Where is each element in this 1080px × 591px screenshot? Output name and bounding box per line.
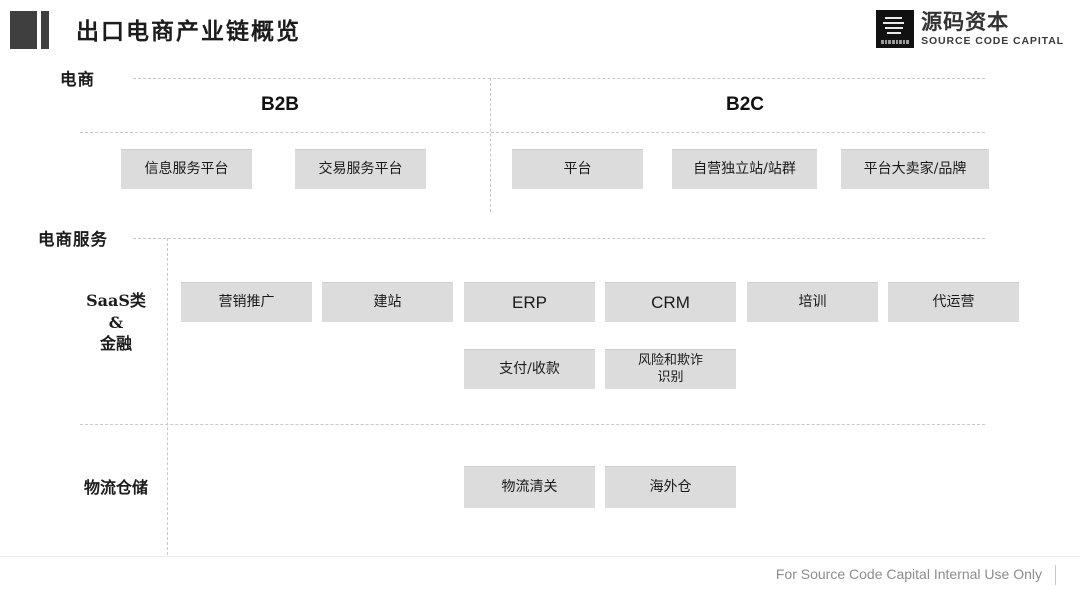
chip-payment-collection[interactable]: 支付/收款 [464,349,595,389]
brand-name-en: SOURCE CODE CAPITAL [921,34,1064,47]
column-header-b2c: B2C [725,94,764,115]
logo-block-small [41,11,49,49]
rule-saas-logistics-divider [80,424,985,425]
rule-ecommerce-mid [80,132,985,133]
chip-agency-operation[interactable]: 代运营 [888,282,1019,322]
chip-platform-big-seller-brand[interactable]: 平台大卖家/品牌 [841,149,989,189]
section-label-ecommerce: 电商 [60,70,95,89]
badge-subtext-icon [881,40,910,44]
rule-b2b-b2c-divider [490,78,491,212]
badge-glyph-icon [882,15,908,37]
chip-overseas-warehouse[interactable]: 海外仓 [605,466,736,508]
row-label-logistics-warehousing: 物流仓储 [83,478,148,497]
chip-info-service-platform[interactable]: 信息服务平台 [121,149,252,189]
chip-site-building[interactable]: 建站 [322,282,453,322]
row-label-saas-finance: SaaS类 & 金融 [86,291,146,354]
chip-platform[interactable]: 平台 [512,149,643,189]
rule-ecommerce-top [133,78,985,79]
chip-erp[interactable]: ERP [464,282,595,322]
brand-text: 源码资本 SOURCE CODE CAPITAL [921,9,1064,47]
chip-transaction-service-platform[interactable]: 交易服务平台 [295,149,426,189]
chip-logistics-customs-clearance[interactable]: 物流清关 [464,466,595,508]
logo-block-large [10,11,37,49]
source-code-capital-badge-icon [876,10,915,48]
page-title: 出口电商产业链概览 [76,18,301,45]
rule-services-top [133,238,985,239]
rule-services-label-divider [167,238,168,555]
chip-risk-fraud-detection[interactable]: 风险和欺诈 识别 [605,349,736,389]
chip-self-operated-independent-site[interactable]: 自营独立站/站群 [672,149,817,189]
column-header-b2b: B2B [260,94,299,115]
chip-crm[interactable]: CRM [605,282,736,322]
chip-marketing-promotion[interactable]: 营销推广 [181,282,312,322]
footer-text: For Source Code Capital Internal Use Onl… [775,566,1042,582]
brand-logo: 源码资本 SOURCE CODE CAPITAL [876,10,1064,48]
chip-training[interactable]: 培训 [747,282,878,322]
section-label-ecommerce-services: 电商服务 [38,230,108,249]
footer-vertical-divider [1055,565,1056,585]
brand-name-cn: 源码资本 [921,9,1010,34]
square-bar-mark-icon [10,11,54,49]
footer-divider-rule [0,556,1080,557]
